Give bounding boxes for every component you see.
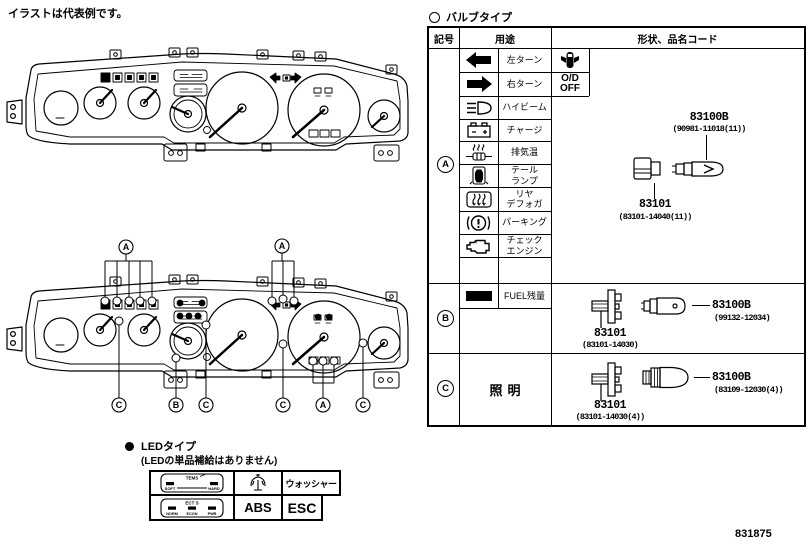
use-label-charge: チャージ bbox=[506, 124, 543, 135]
bulb-position-markers bbox=[100, 294, 368, 366]
section-a-symbol: A bbox=[437, 156, 454, 173]
part-code-socket-a: (83101-14040(11)) bbox=[618, 212, 692, 222]
door-open-icon bbox=[551, 48, 589, 72]
svg-text:ECON: ECON bbox=[187, 512, 198, 516]
header-symbol: 記号 bbox=[434, 34, 454, 46]
part-code-socket-c: (83101-14030(4)) bbox=[575, 412, 646, 422]
leader-line bbox=[706, 135, 707, 160]
right-turn-icon bbox=[459, 72, 498, 96]
led-type-title: LEDタイプ bbox=[125, 438, 196, 454]
use-label-rear-defogger: リヤ デフォガ bbox=[506, 188, 543, 209]
use-label-right-turn: 右ターン bbox=[506, 78, 543, 89]
leader-line bbox=[654, 183, 655, 199]
use-label-left-turn: 左ターン bbox=[506, 54, 543, 65]
svg-text:C: C bbox=[280, 400, 287, 410]
part-number-socket-c: 83101 bbox=[593, 399, 627, 412]
left-turn-icon bbox=[459, 48, 498, 72]
part-code-bulb-b: (99132-12034) bbox=[714, 313, 771, 323]
part-number-socket-a: 83101 bbox=[638, 198, 672, 211]
part-number-bulb-c: 83100B bbox=[712, 371, 751, 384]
leader-line bbox=[694, 377, 710, 378]
ects-indicator-cell: ECT S NORM ECON PWR bbox=[149, 494, 235, 521]
part-code-bulb-a: (90981-11018(11)) bbox=[672, 124, 746, 134]
section-c-symbol: C bbox=[437, 380, 454, 397]
check-engine-icon bbox=[459, 234, 498, 257]
svg-text:C: C bbox=[360, 400, 367, 410]
socket-drawing-a bbox=[633, 157, 661, 180]
svg-text:TEMS: TEMS bbox=[186, 476, 199, 481]
od-off-label: O/D OFF bbox=[560, 72, 580, 94]
use-label-check-engine: チェック エンジン bbox=[506, 235, 543, 256]
bulb-drawing-b bbox=[641, 297, 686, 315]
use-label-parking: パーキング bbox=[502, 217, 547, 228]
leader-line bbox=[692, 305, 710, 306]
header-use: 用途 bbox=[495, 34, 515, 46]
bulb-parts-table: 記号 用途 形状、品名コード A B C bbox=[427, 26, 806, 427]
bulb-drawing-c bbox=[642, 366, 689, 389]
svg-text:A: A bbox=[279, 241, 286, 251]
esc-label: ESC bbox=[281, 494, 323, 521]
instrument-cluster-illustration-bottom: A A C B C C A C bbox=[5, 238, 410, 413]
svg-text:B: B bbox=[173, 400, 180, 410]
use-label-illumination: 照明 bbox=[489, 382, 526, 398]
svg-text:PWR: PWR bbox=[208, 512, 217, 516]
use-label-tail-lamp: テール ランプ bbox=[510, 165, 538, 186]
svg-text:HARD: HARD bbox=[208, 486, 220, 491]
fuel-gauge-icon bbox=[459, 283, 498, 308]
washer-icon bbox=[233, 470, 283, 496]
part-number-bulb-a: 83100B bbox=[689, 111, 729, 124]
figure-number: 831875 bbox=[735, 528, 772, 540]
circle-marker-icon bbox=[429, 11, 440, 23]
callout-letters: A A C B C C A C bbox=[116, 241, 367, 410]
ect-s-lcd-icon: ECT S NORM ECON PWR bbox=[160, 497, 224, 518]
svg-text:A: A bbox=[320, 400, 327, 410]
use-label-high-beam: ハイビーム bbox=[502, 102, 547, 113]
representative-illustration-note: イラストは代表例です。 bbox=[8, 8, 128, 20]
bulb-drawing-a bbox=[672, 161, 724, 177]
tail-lamp-icon bbox=[459, 164, 498, 187]
header-shape-code: 形状、品名コード bbox=[637, 34, 718, 46]
bulb-type-title: バルブタイプ bbox=[429, 9, 512, 25]
lcd-indicator-dots bbox=[176, 299, 333, 321]
svg-text:SOFT: SOFT bbox=[165, 486, 176, 491]
callout-circles bbox=[111, 238, 371, 413]
led-no-supply-note: (LEDの単品補給はありません) bbox=[141, 456, 278, 467]
bullet-marker-icon bbox=[125, 441, 134, 451]
tems-lcd-icon: TEMS SOFT HARD bbox=[160, 473, 224, 493]
socket-drawing-b bbox=[591, 289, 622, 328]
section-b-symbol: B bbox=[437, 310, 454, 327]
part-number-bulb-b: 83100B bbox=[712, 299, 751, 312]
part-code-socket-b: (83101-14030) bbox=[582, 340, 639, 350]
callout-leader-lines bbox=[104, 253, 364, 398]
svg-text:ECT S: ECT S bbox=[185, 500, 198, 505]
led-indicator-table: TEMS SOFT HARD ウォッシャー ECT S NORM bbox=[149, 470, 344, 523]
tems-indicator-cell: TEMS SOFT HARD bbox=[149, 470, 235, 496]
socket-drawing-c bbox=[591, 362, 622, 401]
high-beam-icon bbox=[459, 96, 498, 119]
abs-label: ABS bbox=[233, 494, 283, 521]
exhaust-temp-icon bbox=[459, 141, 498, 164]
svg-text:C: C bbox=[203, 400, 210, 410]
washer-label: ウォッシャー bbox=[281, 470, 341, 496]
instrument-cluster-illustration-top bbox=[5, 46, 410, 163]
svg-text:A: A bbox=[123, 242, 130, 252]
svg-text:NORM: NORM bbox=[166, 512, 178, 516]
part-code-bulb-c: (83109-12030(4)) bbox=[714, 385, 784, 395]
parking-brake-icon bbox=[459, 211, 498, 234]
charge-icon bbox=[459, 119, 498, 141]
use-label-exhaust-temp: 排気温 bbox=[510, 147, 538, 158]
rear-defogger-icon bbox=[459, 187, 498, 211]
part-number-socket-b: 83101 bbox=[593, 327, 627, 340]
use-label-fuel: FUEL残量 bbox=[503, 291, 545, 301]
svg-text:C: C bbox=[116, 400, 123, 410]
